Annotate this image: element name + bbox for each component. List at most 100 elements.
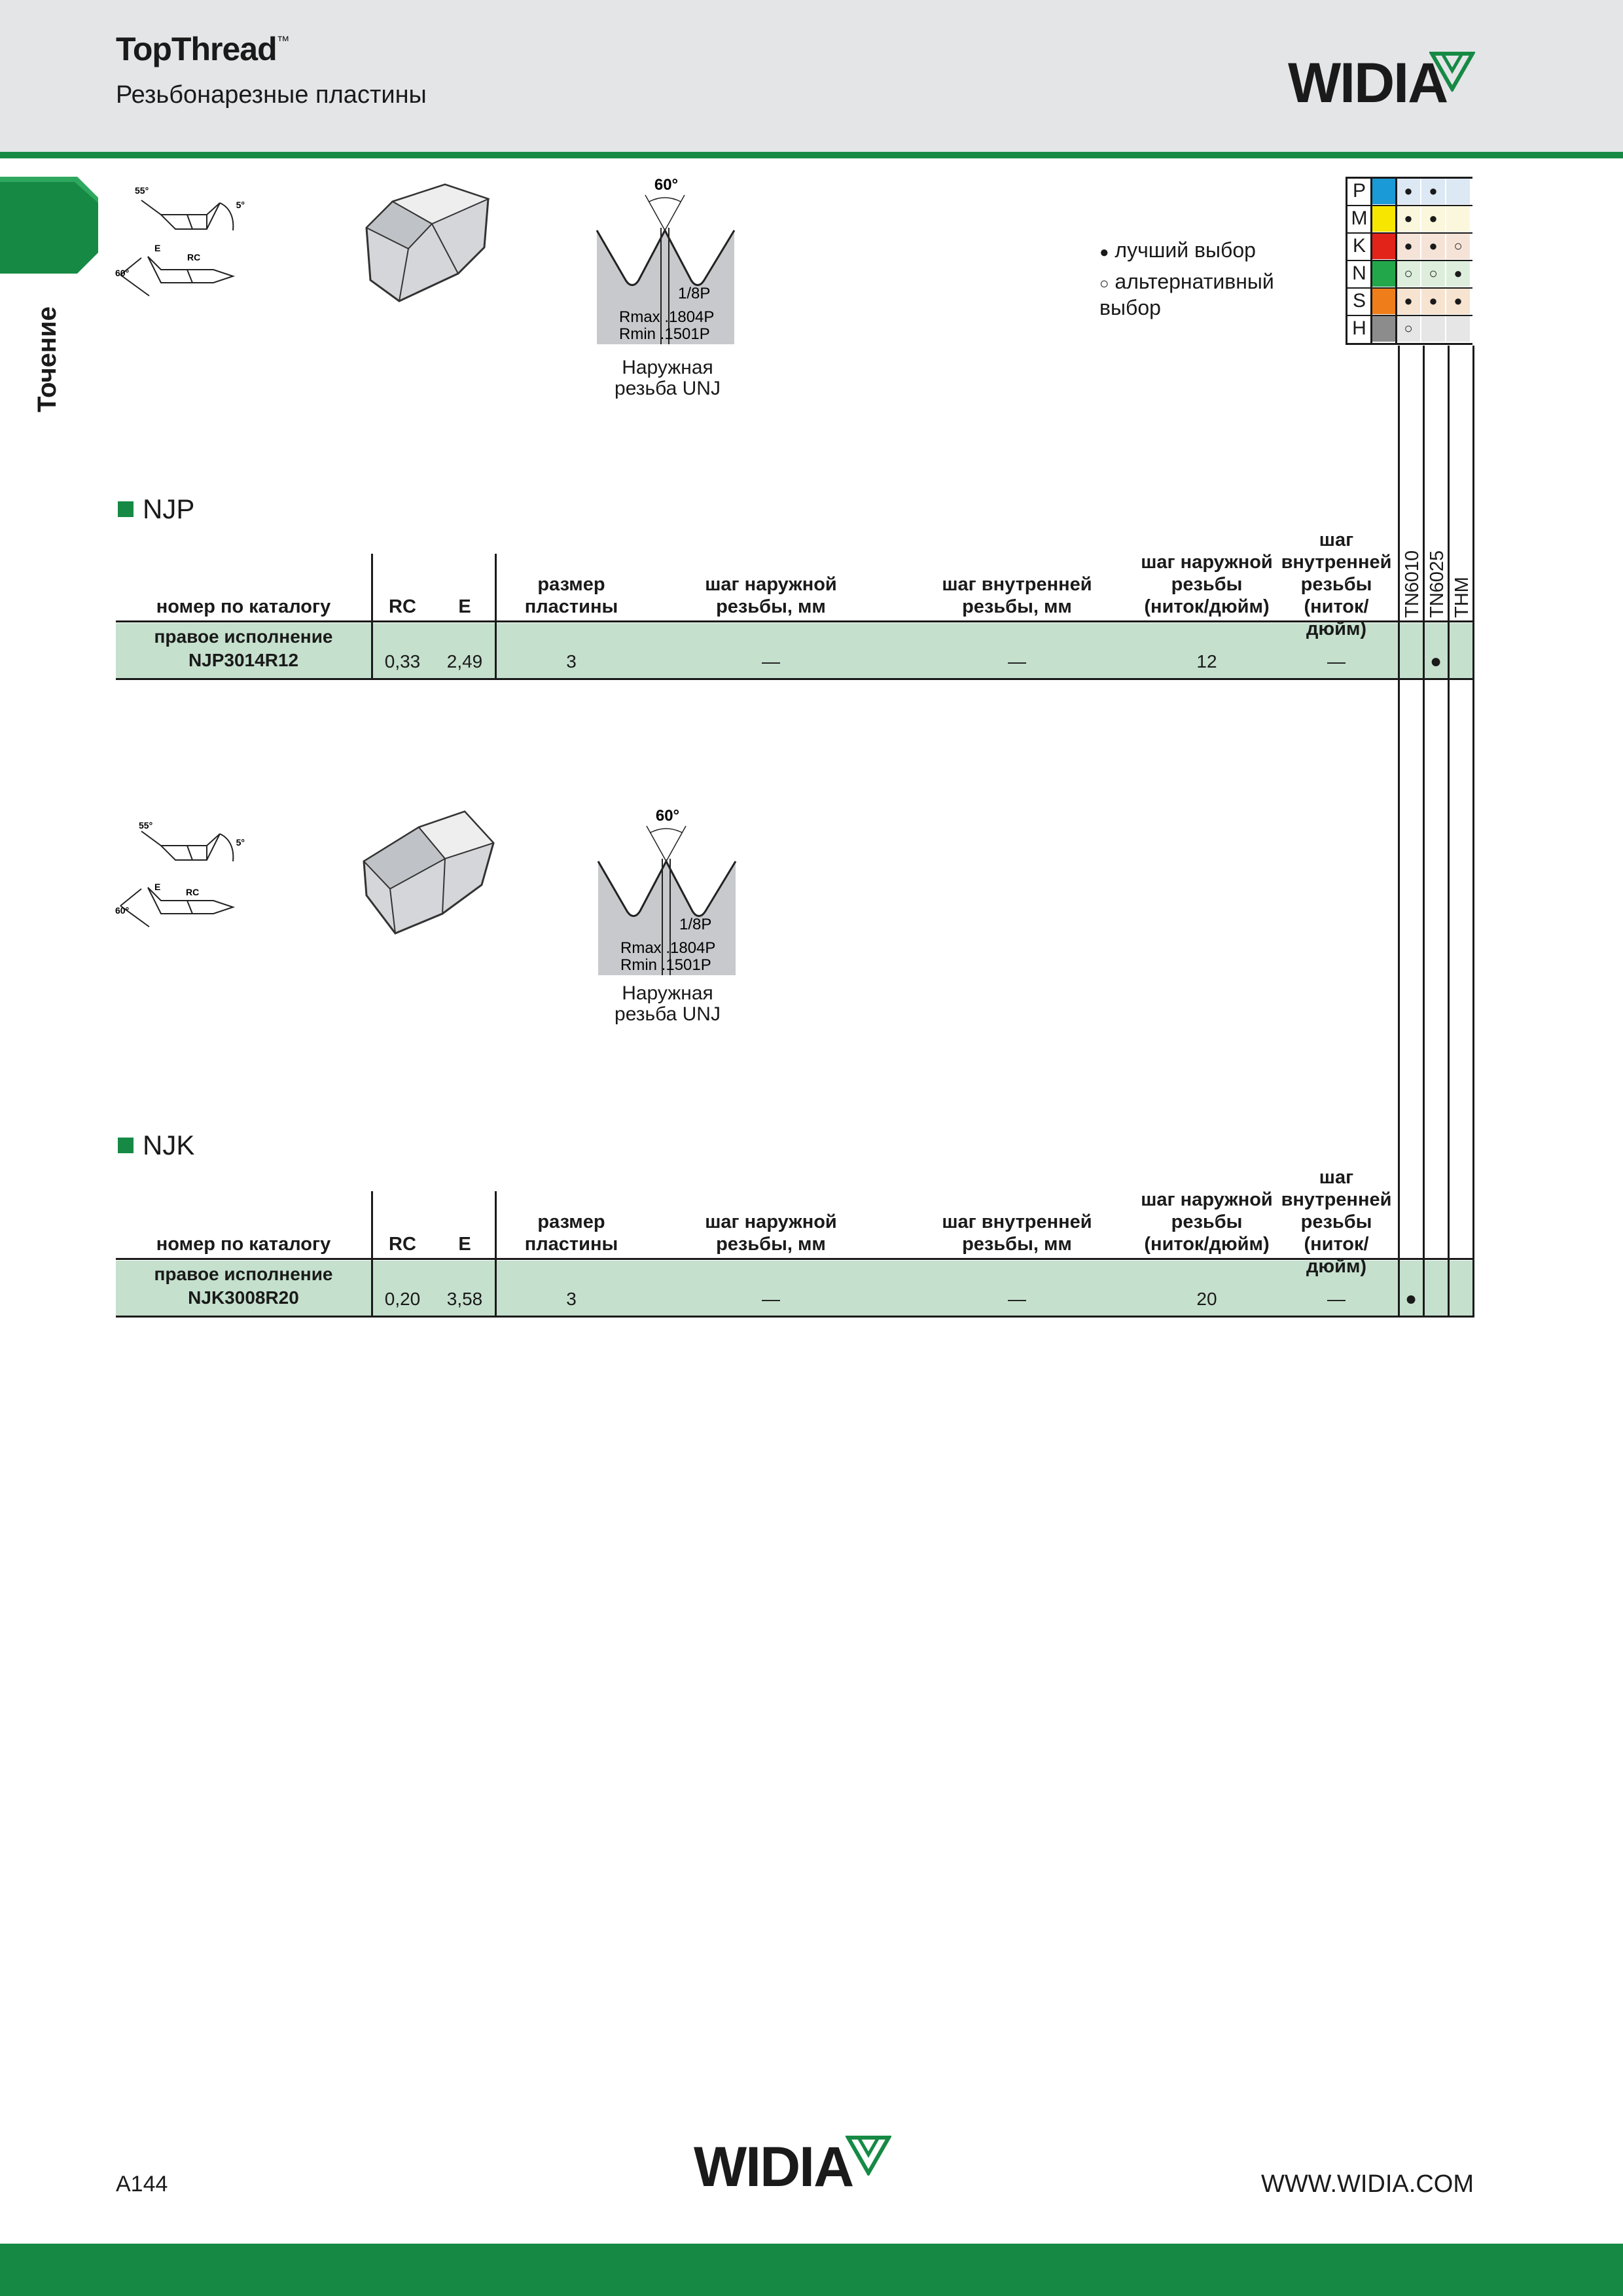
material-mark-h-1 xyxy=(1421,315,1445,342)
section-square-icon xyxy=(118,1138,134,1153)
column-header-e: E xyxy=(458,596,471,617)
material-mark-n-0: ○ xyxy=(1397,260,1420,287)
svg-text:60°: 60° xyxy=(656,807,679,825)
footer-logo: WIDIA xyxy=(694,2135,903,2200)
material-mark-s-0: ● xyxy=(1397,288,1420,314)
svg-text:1/8P: 1/8P xyxy=(679,916,711,933)
material-color-k xyxy=(1372,233,1395,259)
material-letter-h: H xyxy=(1352,317,1366,339)
grade-header-tn6010: TN6010 xyxy=(1402,550,1423,618)
page-subtitle: Резьбонарезные пластины xyxy=(116,81,427,109)
svg-text:55°: 55° xyxy=(135,185,149,196)
material-mark-n-2: ● xyxy=(1446,260,1470,287)
section-square-icon xyxy=(118,501,134,517)
column-header-rc: RC xyxy=(389,1234,416,1255)
row-ext-mm-value: — xyxy=(762,1289,780,1309)
material-color-m xyxy=(1372,206,1395,232)
grid-line xyxy=(1346,205,1472,206)
thread-profile-drawing: 60° 1/8P Rmax .1804P Rmin .1501P xyxy=(596,176,736,344)
grid-line xyxy=(1346,177,1472,179)
row-ext-tpi-value: 20 xyxy=(1196,1289,1217,1309)
svg-text:60°: 60° xyxy=(115,268,129,278)
grid-line xyxy=(1346,260,1472,261)
material-mark-p-0: ● xyxy=(1397,178,1420,204)
column-header-catalog: номер по каталогу xyxy=(156,596,331,617)
page-header xyxy=(0,0,1623,152)
table-row-background xyxy=(116,1261,1474,1316)
page-title: TopThread™ xyxy=(116,31,290,67)
section-title-njk: NJK xyxy=(118,1130,194,1161)
material-color-s xyxy=(1372,288,1395,314)
row-rc-value: 0,20 xyxy=(384,1289,421,1309)
material-mark-p-1: ● xyxy=(1421,178,1445,204)
row-int-tpi-value: — xyxy=(1327,1289,1346,1309)
material-mark-h-2 xyxy=(1446,315,1470,342)
row-int-tpi-value: — xyxy=(1327,651,1346,672)
page-number: A144 xyxy=(116,2172,168,2197)
section-title-njp: NJP xyxy=(118,493,194,525)
row-catalog-number: NJP3014R12 xyxy=(188,650,299,670)
material-mark-m-1: ● xyxy=(1421,206,1445,232)
insert-side-profile-drawing-2: 55° 5° E RC 60° xyxy=(115,820,245,927)
website-url[interactable]: WWW.WIDIA.COM xyxy=(1260,2170,1474,2198)
insert-3d-drawing xyxy=(365,183,490,302)
row-catalog-number: NJK3008R20 xyxy=(188,1287,299,1308)
svg-text:Rmax .1804P: Rmax .1804P xyxy=(620,939,715,957)
svg-text:RC: RC xyxy=(186,887,199,897)
grid-line xyxy=(1346,315,1472,316)
grade-column-line xyxy=(1423,346,1425,1317)
material-mark-m-0: ● xyxy=(1397,206,1420,232)
grade-header-tn6025: TN6025 xyxy=(1427,550,1448,618)
svg-text:Rmax .1804P: Rmax .1804P xyxy=(619,308,714,326)
material-color-n xyxy=(1372,260,1395,287)
material-letter-m: M xyxy=(1351,207,1368,229)
insert-3d-drawing-2 xyxy=(363,810,495,935)
legend-alternative: ○ альтернативный выбор xyxy=(1099,270,1274,319)
grade-mark-0: ● xyxy=(1404,1288,1418,1310)
footer-bar xyxy=(0,2244,1623,2296)
grade-column-line xyxy=(1448,346,1450,1317)
widia-triangle-icon xyxy=(1429,52,1475,92)
table-column-line xyxy=(371,1191,373,1316)
row-size-value: 3 xyxy=(566,1289,577,1309)
table-row-background xyxy=(116,623,1474,678)
table-column-line xyxy=(495,1191,497,1316)
column-header-catalog: номер по каталогу xyxy=(156,1234,331,1255)
svg-text:60°: 60° xyxy=(654,176,678,194)
grid-line xyxy=(1346,287,1472,289)
material-mark-s-2: ● xyxy=(1446,288,1470,314)
table-bottom-rule xyxy=(116,678,1474,680)
table-header-rule xyxy=(116,1258,1474,1260)
material-color-p xyxy=(1372,178,1395,204)
material-letter-n: N xyxy=(1352,262,1366,284)
svg-text:E: E xyxy=(154,243,160,253)
column-header-e: E xyxy=(458,1234,471,1255)
table-column-line xyxy=(495,554,497,678)
grade-header-thm: THM xyxy=(1452,577,1472,618)
widia-logo: WIDIA xyxy=(1288,51,1478,117)
row-int-mm-value: — xyxy=(1008,1289,1026,1309)
material-mark-s-1: ● xyxy=(1421,288,1445,314)
widia-triangle-icon xyxy=(846,2136,891,2176)
svg-text:55°: 55° xyxy=(139,820,152,831)
row-ext-tpi-value: 12 xyxy=(1196,651,1217,672)
grade-column-line xyxy=(1398,346,1400,1317)
grid-line xyxy=(1346,232,1472,234)
table-bottom-rule xyxy=(116,1316,1474,1318)
material-letter-k: K xyxy=(1352,235,1366,257)
row-int-mm-value: — xyxy=(1008,651,1026,672)
material-mark-h-0: ○ xyxy=(1397,315,1420,342)
grid-line xyxy=(1395,177,1397,343)
material-mark-p-2 xyxy=(1446,178,1470,204)
svg-text:60°: 60° xyxy=(115,905,129,916)
row-hand-label: правое исполнение xyxy=(154,626,333,647)
